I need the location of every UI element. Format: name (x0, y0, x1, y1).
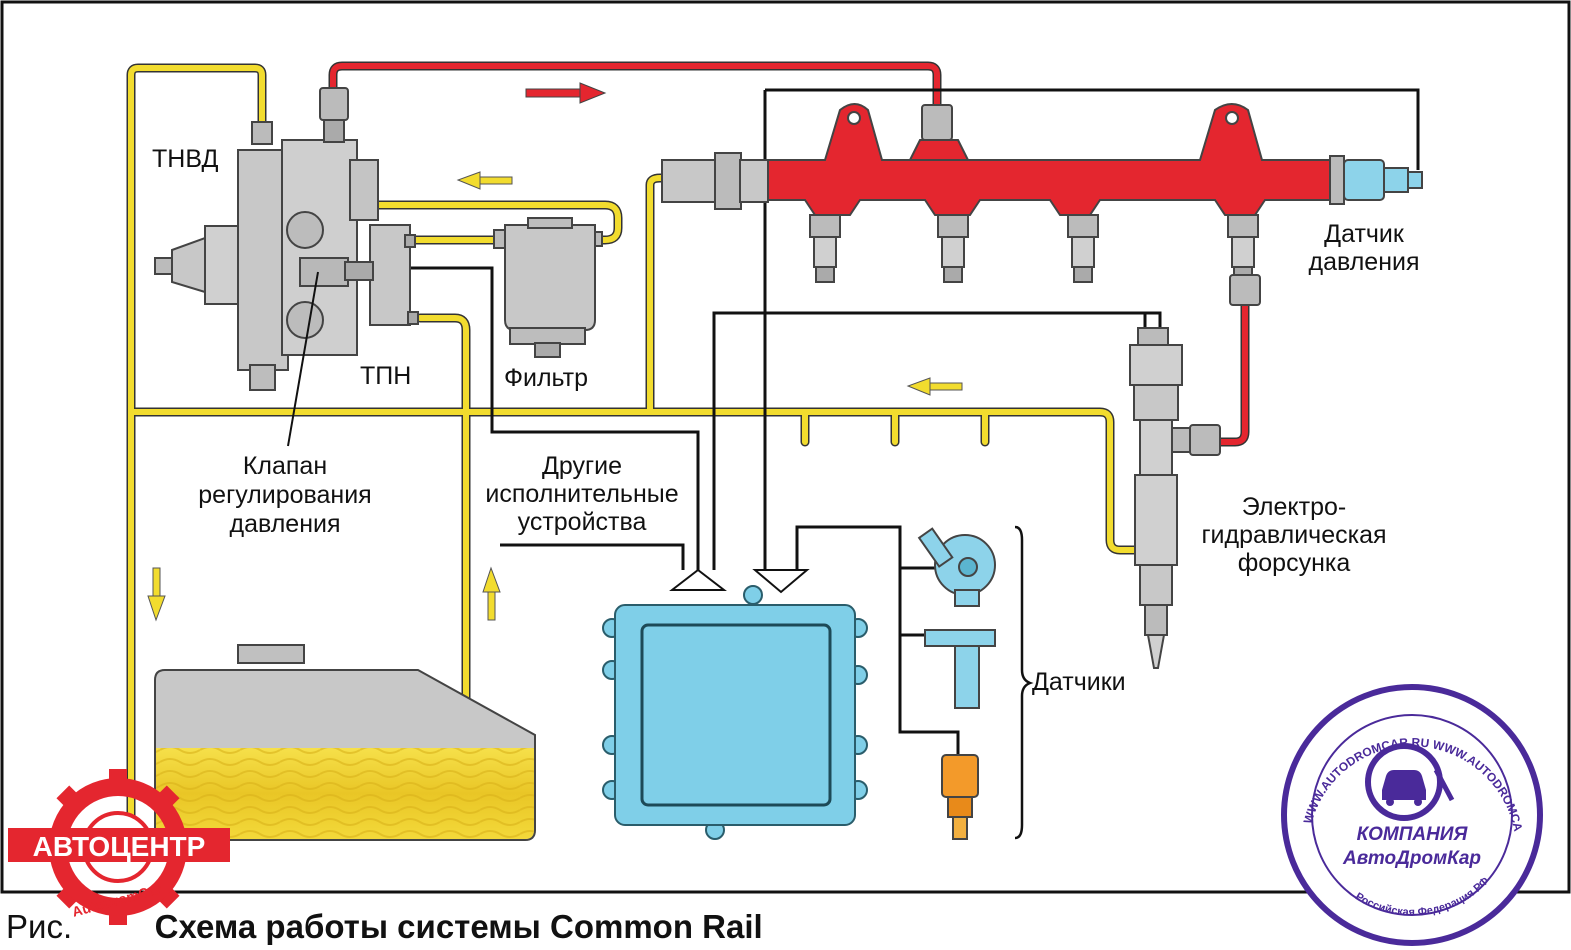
autocenter-logo: АВТОЦЕНТР AutoDromCar (8, 769, 230, 925)
ecu (602, 568, 868, 840)
wrench-icon (1433, 768, 1455, 802)
car-icon (1382, 770, 1426, 806)
down-arrow (147, 567, 166, 622)
low-pressure-lines (126, 63, 1145, 825)
high-pressure-lines (328, 61, 1250, 447)
sensors (917, 527, 996, 840)
caption-prefix: Рис. (6, 908, 73, 945)
label-pressure-sensor-2: давления (1309, 248, 1420, 276)
high-pressure-pump (154, 87, 419, 391)
label-other-1: Другие (542, 452, 622, 480)
high-pressure-arrow (525, 82, 607, 104)
temperature-sensor (941, 754, 979, 840)
return-arrow-left-2 (906, 377, 963, 396)
label-pressure-sensor-1: Датчик (1324, 220, 1405, 248)
flow-arrows (147, 82, 963, 622)
position-sensor (924, 629, 996, 709)
figure-caption: Рис. Схема работы системы Common Rail (6, 908, 763, 946)
label-tpn: ТПН (360, 362, 411, 390)
caption-title: Схема работы системы Common Rail (154, 908, 763, 945)
common-rail (661, 103, 1423, 306)
throttle-sensor (917, 527, 996, 607)
electro-hydraulic-injector (1129, 327, 1221, 669)
label-other-3: устройства (518, 508, 647, 536)
fuel-tank (154, 644, 536, 841)
autocenter-logo-text: АВТОЦЕНТР (33, 831, 206, 862)
label-injector-1: Электро- (1242, 493, 1346, 521)
label-injector-2: гидравлическая (1201, 521, 1386, 549)
label-filter: Фильтр (504, 364, 588, 392)
label-valve-2: регулирования (198, 481, 371, 509)
label-other-2: исполнительные (485, 480, 678, 508)
stamp-company: КОМПАНИЯ (1357, 824, 1469, 845)
label-injector-3: форсунка (1238, 549, 1351, 577)
stamp-name: АвтоДромКар (1342, 848, 1481, 869)
fuel-filter (493, 217, 603, 358)
valve-leader-line (287, 271, 319, 447)
label-valve-3: давления (230, 510, 341, 538)
label-valve-1: Клапан (243, 452, 327, 480)
up-arrow (482, 566, 501, 621)
label-tnvd: ТНВД (152, 145, 218, 173)
label-sensors: Датчики (1032, 668, 1126, 696)
return-arrow-left-1 (456, 171, 513, 190)
sensors-brace (1014, 525, 1034, 840)
